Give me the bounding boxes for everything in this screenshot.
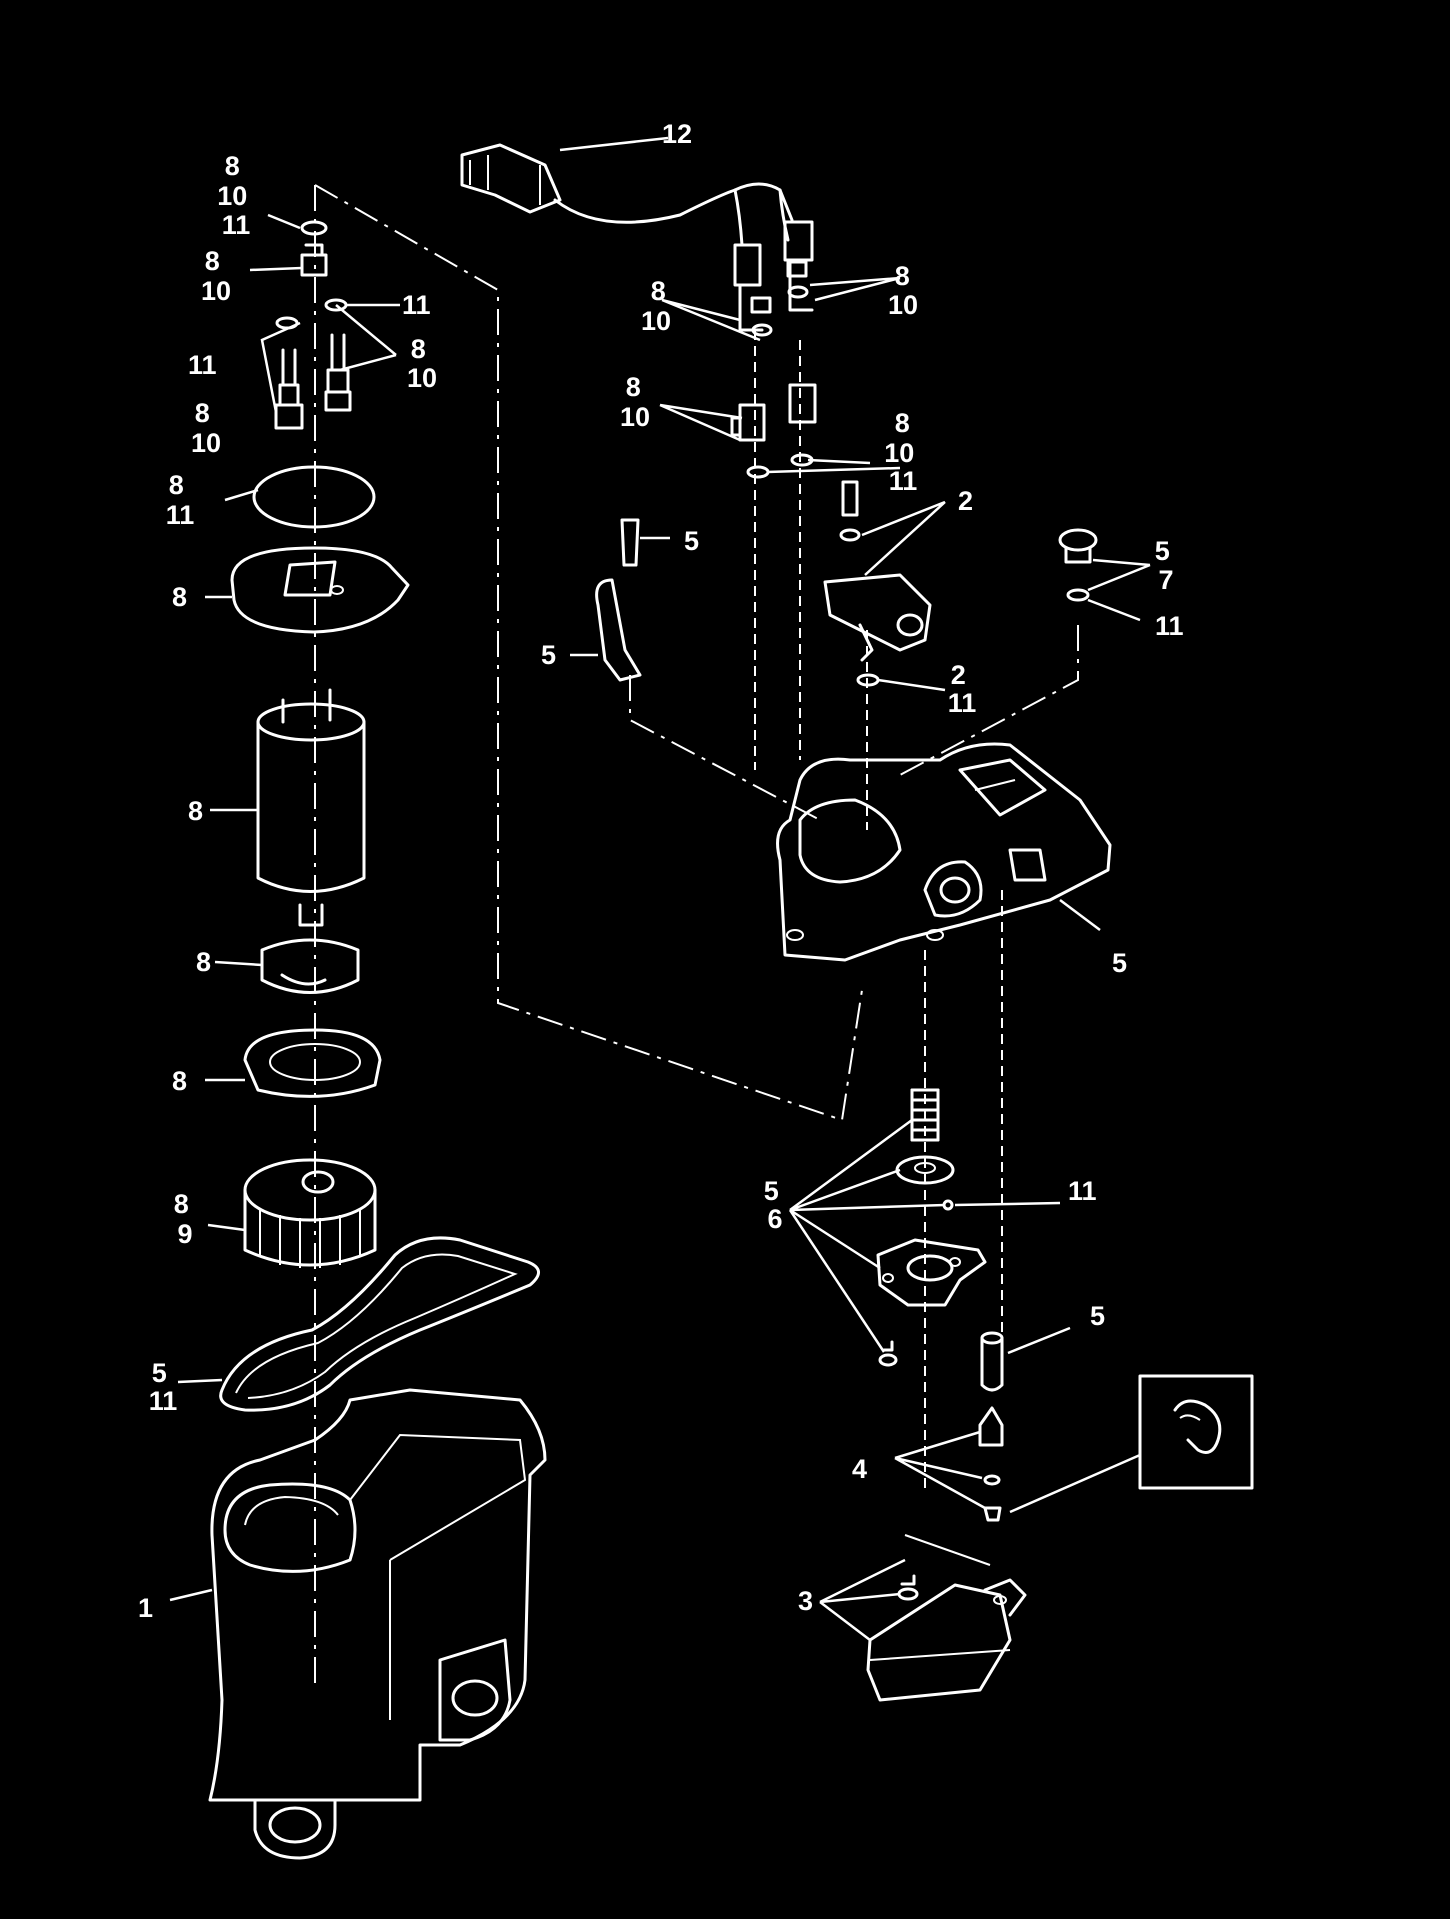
sensor-left bbox=[733, 243, 764, 332]
needle-valve bbox=[978, 1406, 1004, 1522]
pump-cover bbox=[776, 742, 1112, 962]
callout-11-right-top: 11 bbox=[402, 290, 431, 320]
pump-isolator bbox=[260, 938, 360, 994]
callout-11-plug-o-ring: 11 bbox=[1155, 611, 1184, 641]
valve-screw bbox=[878, 1340, 898, 1367]
spring bbox=[910, 1088, 940, 1142]
stud-right bbox=[324, 333, 352, 412]
o-ring-small-top bbox=[300, 220, 328, 236]
callout-12: 12 bbox=[662, 119, 692, 149]
pump-mount-plate bbox=[230, 546, 410, 634]
callout-8-10-11-top-left: 8 10 11 bbox=[217, 151, 255, 240]
callout-11-check-ball: 11 bbox=[1068, 1176, 1097, 1206]
fuel-pump bbox=[256, 688, 366, 927]
fuel-reservoir bbox=[208, 1388, 547, 1860]
nut-washers-upper-right bbox=[786, 260, 809, 299]
valve-body bbox=[876, 1238, 987, 1307]
callout-8-pump: 8 bbox=[188, 796, 203, 826]
callout-11-left: 11 bbox=[188, 350, 217, 380]
callout-8-10-fitting: 8 10 bbox=[201, 246, 231, 306]
callout-3-float: 3 bbox=[798, 1586, 813, 1616]
callout-5-7-plug: 5 7 bbox=[1155, 536, 1178, 595]
callout-8-10-sensor-upper-left: 8 10 bbox=[641, 276, 673, 336]
screw-fitting bbox=[839, 480, 861, 542]
callout-8-10-right-studs: 8 10 bbox=[407, 334, 437, 393]
leader-lines bbox=[169, 136, 1151, 1641]
callout-5-cover: 5 bbox=[1112, 948, 1127, 978]
callout-8-10-11-sensor-lower-right: 8 10 11 bbox=[884, 408, 922, 496]
callout-5-sleeve: 5 bbox=[1090, 1301, 1105, 1331]
callout-5-11-gasket: 5 11 bbox=[149, 1358, 178, 1416]
assembly-centerlines bbox=[314, 184, 1079, 1690]
pressure-fitting bbox=[823, 573, 932, 687]
callout-2-11-o-ring: 2 11 bbox=[948, 660, 977, 718]
nut-washers-upper-left bbox=[750, 296, 773, 337]
clip-bracket bbox=[595, 578, 642, 682]
callout-2-fitting: 2 bbox=[958, 486, 973, 516]
wire-harness bbox=[460, 143, 794, 247]
callout-8-10-sensor-upper-right: 8 10 bbox=[888, 261, 918, 320]
callout-8-mount-plate: 8 bbox=[172, 582, 187, 612]
callout-8-10-left-studs: 8 10 bbox=[191, 398, 221, 458]
callouts: 12 8 10 11 8 10 11 11 8 10 8 10 8 11 8 8… bbox=[138, 119, 1184, 1623]
callout-5-screw: 5 bbox=[684, 526, 699, 556]
stud-left bbox=[274, 348, 304, 430]
screw-bracket bbox=[620, 518, 640, 567]
callout-8-11-o-ring: 8 11 bbox=[166, 470, 195, 530]
fuel-filter bbox=[243, 1158, 377, 1268]
callout-8-isolator: 8 bbox=[196, 947, 211, 977]
callout-8-10-sensor-lower-left: 8 10 bbox=[620, 372, 650, 432]
pump-retainer bbox=[243, 1028, 382, 1098]
float-sleeve bbox=[980, 1331, 1004, 1392]
o-ring-large bbox=[252, 465, 376, 529]
check-ball bbox=[942, 1199, 954, 1211]
callout-4-needle-valve: 4 bbox=[852, 1454, 867, 1484]
float bbox=[866, 1578, 1027, 1702]
callout-5-6-valve-parts: 5 6 bbox=[764, 1176, 787, 1234]
callout-5-clip: 5 bbox=[541, 640, 556, 670]
callout-8-9-filter: 8 9 bbox=[174, 1189, 197, 1249]
callout-1-reservoir: 1 bbox=[138, 1593, 153, 1623]
plug-cap bbox=[1058, 528, 1098, 602]
clip-detail-box bbox=[1138, 1374, 1254, 1490]
reservoir-gasket bbox=[219, 1236, 540, 1412]
callout-8-retainer: 8 bbox=[172, 1066, 187, 1096]
sensor-studs-lower bbox=[730, 383, 817, 479]
